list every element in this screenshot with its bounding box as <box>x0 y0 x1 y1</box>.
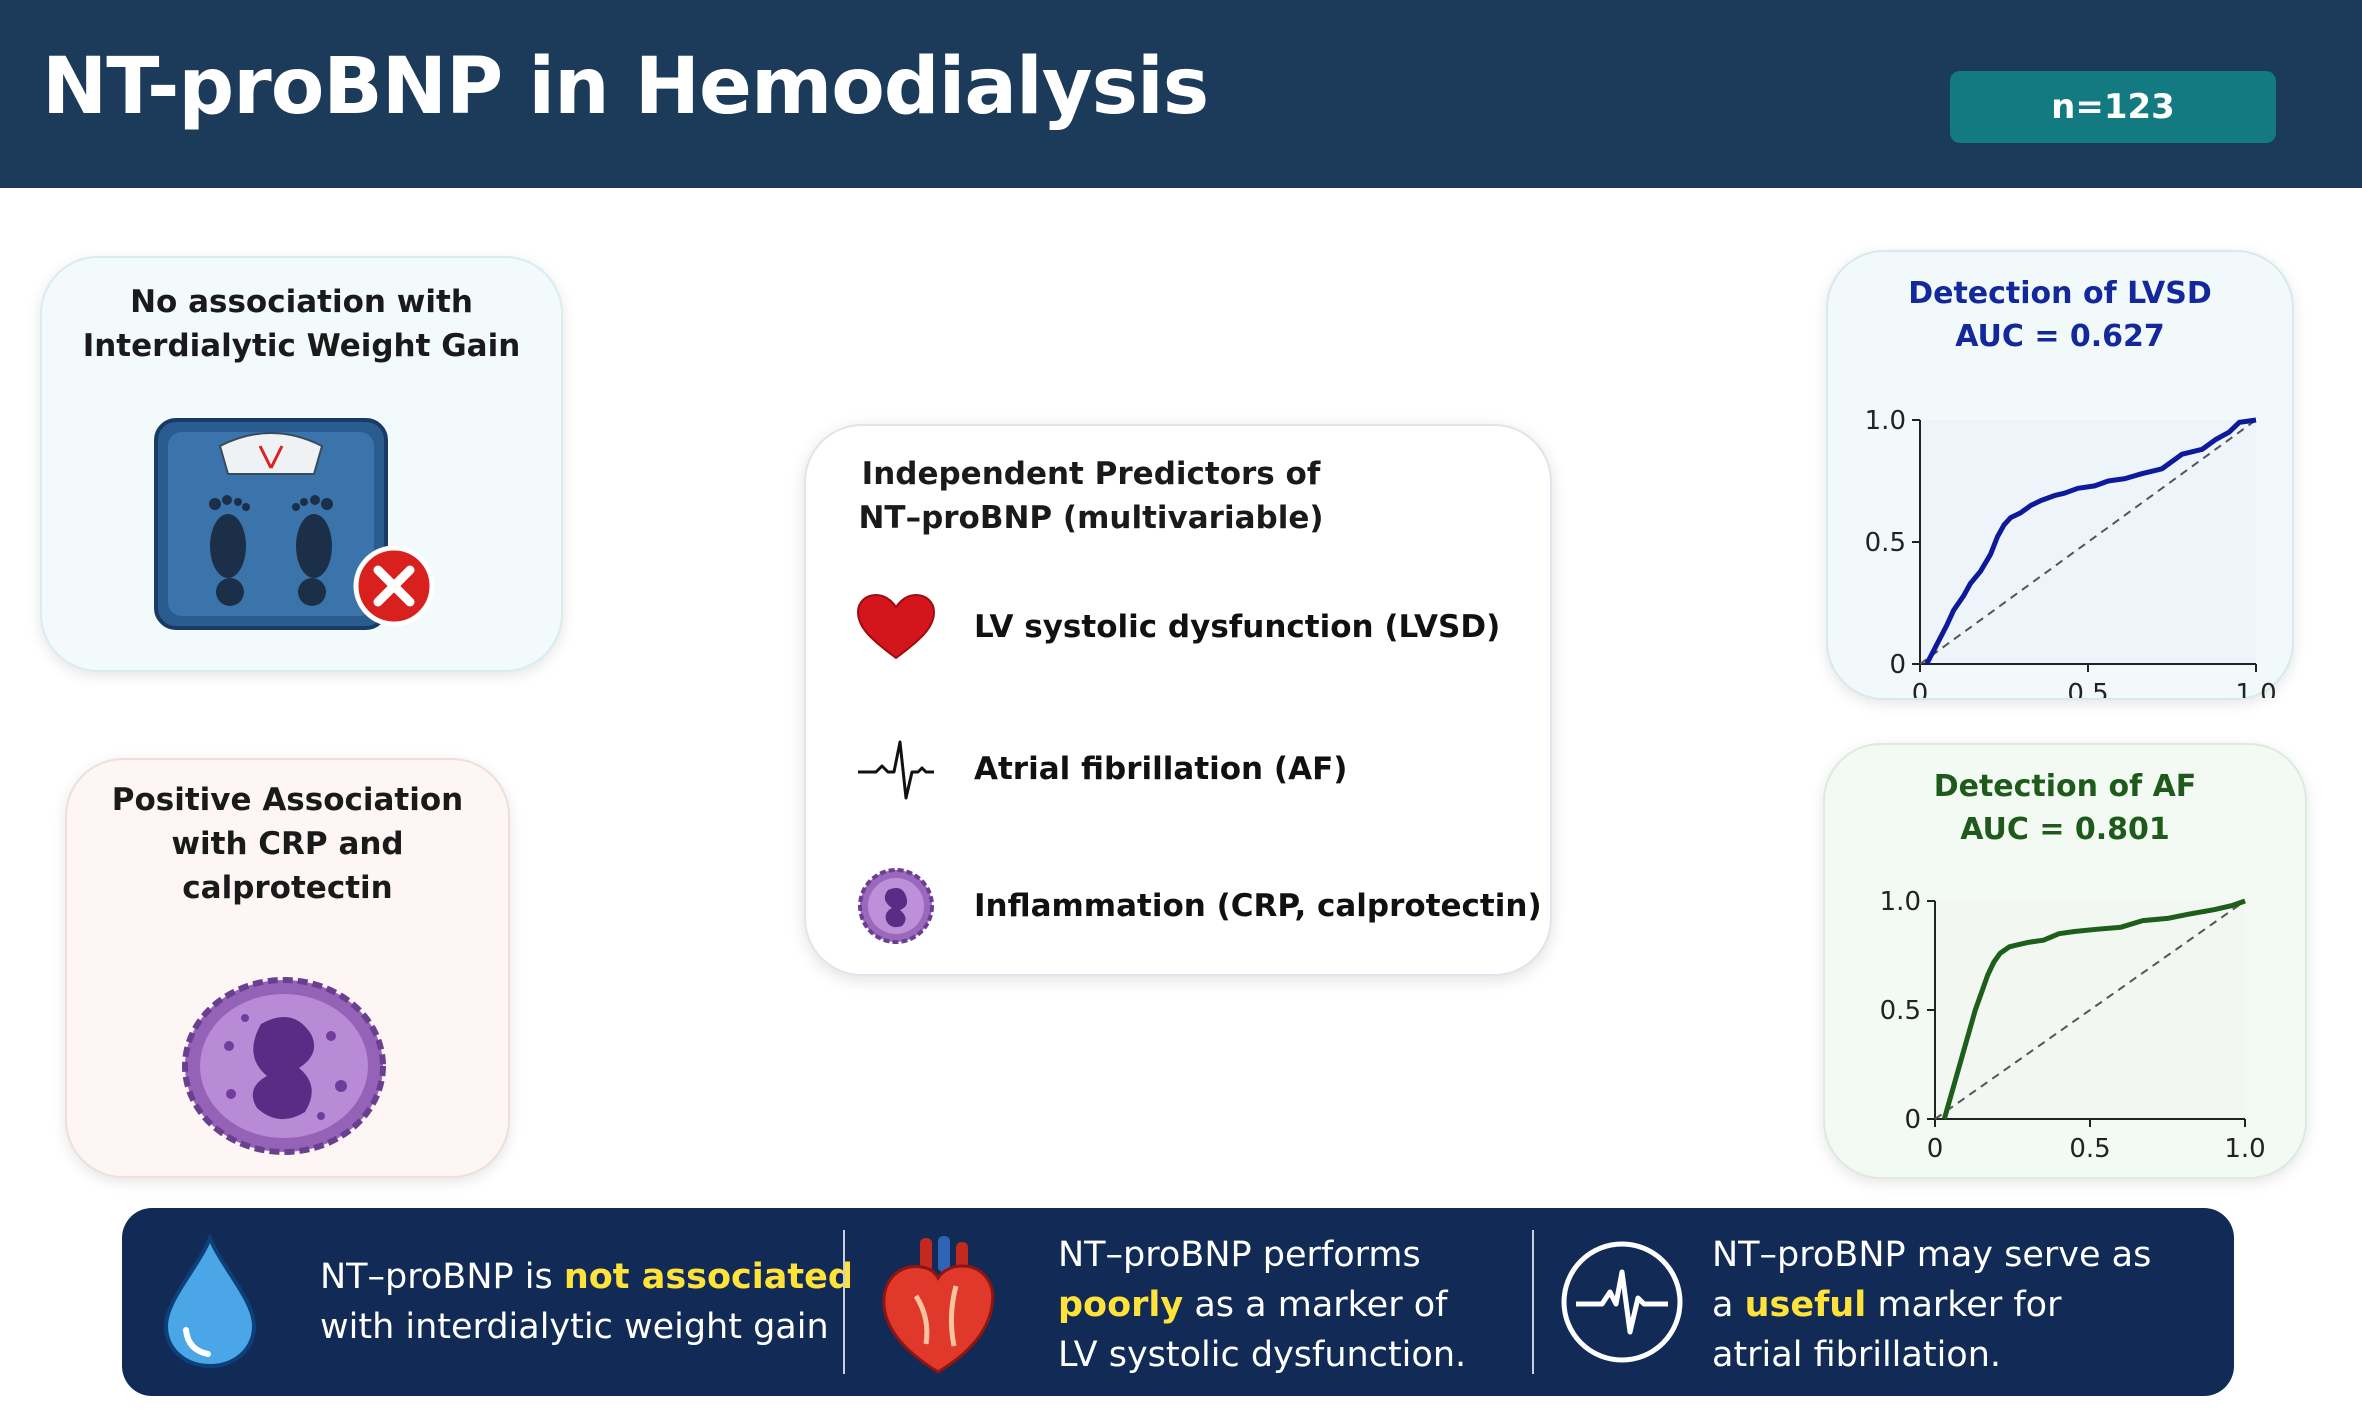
predictor-lvsd: LV systolic dysfunction (LVSD) <box>856 594 1500 660</box>
roc-lvsd-title: Detection of LVSD <box>1908 276 2212 311</box>
bottom-divider-2 <box>1532 1230 1534 1374</box>
heart-icon <box>856 594 936 660</box>
predictor-label-lvsd: LV systolic dysfunction (LVSD) <box>974 609 1501 645</box>
predictor-af: Atrial fibrillation (AF) <box>856 736 1347 802</box>
roc-af-y-tick-label: 1.0 <box>1880 887 1921 917</box>
crp-card-line1: Positive Association <box>111 782 464 818</box>
sample-size-badge: n=123 <box>1950 71 2276 143</box>
neutrophil-cell-icon <box>182 977 386 1155</box>
panel2-line2-post: as a marker of <box>1183 1285 1448 1325</box>
roc-lvsd-card: Detection of LVSD AUC = 0.627 0 0.5 1.0 0 0.… <box>1826 250 2294 700</box>
roc-af-chart: 0 0.5 1.0 0 0.5 1.0 <box>1880 887 2266 1164</box>
predictor-label-af: Atrial fibrillation (AF) <box>974 751 1348 787</box>
roc-af-x-tick-label: 0.5 <box>2069 1134 2110 1164</box>
roc-af-x-tick-label: 1.0 <box>2224 1134 2265 1164</box>
roc-lvsd-y-tick-label: 0 <box>1889 650 1906 680</box>
roc-af-roc-curve <box>1941 898 2246 1120</box>
predictors-title-line1: Independent Predictors of <box>861 456 1321 492</box>
panel3-line3: atrial fibrillation. <box>1712 1335 2002 1375</box>
roc-lvsd-roc-curve <box>1924 417 2257 666</box>
predictor-label-inflammation: Inflammation (CRP, calprotectin) <box>974 888 1542 924</box>
weight-gain-card: No association with Interdialytic Weight… <box>40 256 563 672</box>
scale-with-red-x-icon <box>154 418 435 630</box>
weight-card-line2: Interdialytic Weight Gain <box>82 328 521 364</box>
roc-lvsd-auc: AUC = 0.627 <box>1955 319 2165 354</box>
panel2-line1: NT–proBNP performs <box>1058 1235 1421 1275</box>
roc-af-reference-line <box>1934 900 2246 1120</box>
cell-icon <box>858 868 934 944</box>
conclusions-bar: NT–proBNP is not associated with interdi… <box>122 1208 2234 1396</box>
panel3-line1: NT–proBNP may serve as <box>1712 1235 2152 1275</box>
panel2-highlight: poorly <box>1058 1285 1184 1325</box>
roc-af-y-tick-label: 0.5 <box>1880 996 1921 1026</box>
panel1-highlight: not associated <box>563 1257 853 1297</box>
roc-lvsd-y-tick-label: 1.0 <box>1865 406 1906 436</box>
panel3-highlight: useful <box>1744 1285 1867 1325</box>
weight-card-line1: No association with <box>130 284 473 320</box>
water-drop-icon <box>163 1234 257 1369</box>
crp-calprotectin-card: Positive Association with CRP and calpro… <box>65 758 510 1178</box>
roc-lvsd-y-tick-label: 0.5 <box>1865 528 1906 558</box>
predictors-title-line2: NT–proBNP (multivariable) <box>858 500 1324 536</box>
roc-af-x-tick-label: 0 <box>1927 1134 1944 1164</box>
crp-card-line2: with CRP and <box>171 826 404 862</box>
page-title: NT-proBNP in Hemodialysis <box>42 42 1209 132</box>
panel1-text-line2: with interdialytic weight gain <box>320 1307 829 1347</box>
roc-lvsd-x-tick-label: 0 <box>1912 679 1929 698</box>
panel2-line3: LV systolic dysfunction. <box>1058 1335 1467 1375</box>
ecg-waveform-icon <box>858 740 934 800</box>
crp-card-line3: calprotectin <box>182 870 393 906</box>
bottom-divider-1 <box>843 1230 845 1374</box>
roc-af-card: Detection of AF AUC = 0.801 0 0.5 1.0 0 0.5 1… <box>1823 743 2307 1179</box>
roc-lvsd-chart: 0 0.5 1.0 0 0.5 1.0 <box>1865 406 2277 698</box>
predictors-card: Independent Predictors of NT–proBNP (mul… <box>804 424 1552 976</box>
heartbeat-monitor-icon <box>1561 1241 1683 1363</box>
roc-lvsd-plot-area <box>1920 420 2256 664</box>
predictor-inflammation: Inflammation (CRP, calprotectin) <box>856 866 1542 946</box>
anatomical-heart-icon <box>882 1236 995 1374</box>
roc-af-title: Detection of AF <box>1933 769 2197 804</box>
roc-af-y-tick-label: 0 <box>1904 1105 1921 1135</box>
panel3-line2-post: marker for <box>1866 1285 2062 1325</box>
roc-lvsd-x-tick-label: 1.0 <box>2235 679 2276 698</box>
roc-af-auc: AUC = 0.801 <box>1960 812 2170 847</box>
panel1-text-pre: NT–proBNP is <box>320 1257 564 1297</box>
header-bar: NT-proBNP in Hemodialysis n=123 <box>0 0 2362 188</box>
roc-lvsd-x-tick-label: 0.5 <box>2067 679 2108 698</box>
panel3-line2-pre: a <box>1712 1285 1745 1325</box>
